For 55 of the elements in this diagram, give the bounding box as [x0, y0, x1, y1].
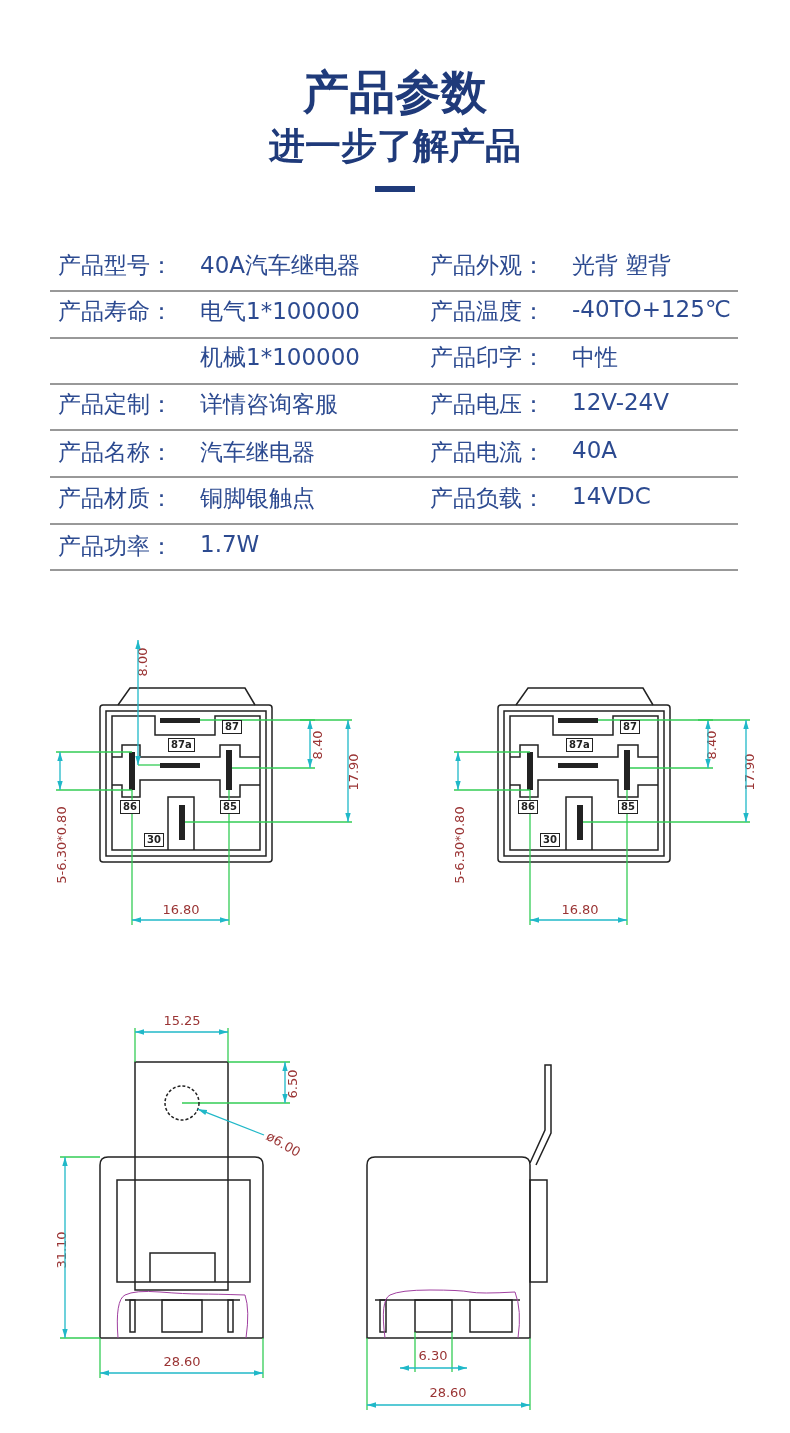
field-label: 产品功率： — [58, 532, 173, 561]
field-value: 12V-24V — [572, 389, 669, 415]
subtitle: 进一步了解产品 — [267, 124, 522, 168]
dimension-label: 8.40 — [703, 730, 719, 760]
pin-label-box: 85 — [618, 800, 638, 814]
pin-label-box: 86 — [518, 800, 538, 814]
field-value: 1.7W — [200, 531, 260, 557]
field-label: 产品负载： — [430, 484, 545, 513]
field-label: 产品温度： — [430, 297, 545, 326]
pin-label-box: 85 — [220, 800, 240, 814]
dimension-label: 28.60 — [429, 1384, 467, 1400]
dimension-label: 17.90 — [741, 753, 757, 791]
pin-label-box: 87 — [620, 720, 640, 734]
title: 产品参数 — [302, 64, 488, 121]
dimension-label: 28.60 — [163, 1353, 201, 1369]
field-value: 光背 塑背 — [572, 251, 672, 280]
field-label: 产品名称： — [58, 438, 173, 467]
dimension-label: 16.80 — [561, 901, 599, 917]
field-label: 产品印字： — [430, 343, 545, 372]
pin-label-box: 86 — [120, 800, 140, 814]
field-value: 详情咨询客服 — [200, 390, 338, 419]
dimension-label: 5-6.30*0.80 — [451, 806, 467, 884]
mounting-hole — [164, 1085, 200, 1121]
field-value: 40A汽车继电器 — [200, 251, 360, 280]
field-value: 40A — [572, 437, 617, 463]
dimension-label: 15.25 — [163, 1012, 201, 1028]
field-value: 电气1*100000 — [200, 297, 360, 326]
dimension-label: ø6.00 — [263, 1128, 304, 1160]
dimension-label: 5-6.30*0.80 — [53, 806, 69, 884]
field-label: 产品电流： — [430, 438, 545, 467]
pin-label-box: 87a — [168, 738, 195, 752]
field-value: 14VDC — [572, 483, 651, 509]
pin-label-box: 30 — [144, 833, 164, 847]
field-value: 汽车继电器 — [200, 438, 315, 467]
pin-label-box: 30 — [540, 833, 560, 847]
dimension-label: 17.90 — [345, 753, 361, 791]
field-label: 产品寿命： — [58, 297, 173, 326]
field-label: 产品型号： — [58, 251, 173, 280]
field-value: 中性 — [572, 343, 618, 372]
field-value: -40TO+125℃ — [572, 296, 731, 322]
pin-label-box: 87a — [566, 738, 593, 752]
field-value: 铜脚银触点 — [200, 484, 315, 513]
field-value: 机械1*100000 — [200, 343, 360, 372]
dimension-label: 8.00 — [134, 647, 150, 677]
dimension-label: 31.10 — [53, 1231, 69, 1269]
field-label: 产品电压： — [430, 390, 545, 419]
pin-label-box: 87 — [222, 720, 242, 734]
field-label: 产品材质： — [58, 484, 173, 513]
dimension-label: 16.80 — [162, 901, 200, 917]
dimension-label: 6.30 — [418, 1347, 448, 1363]
dimension-label: 6.50 — [284, 1069, 300, 1099]
field-label: 产品外观： — [430, 251, 545, 280]
field-label: 产品定制： — [58, 390, 173, 419]
leader-line — [197, 1108, 265, 1136]
dimension-label: 8.40 — [309, 730, 325, 760]
